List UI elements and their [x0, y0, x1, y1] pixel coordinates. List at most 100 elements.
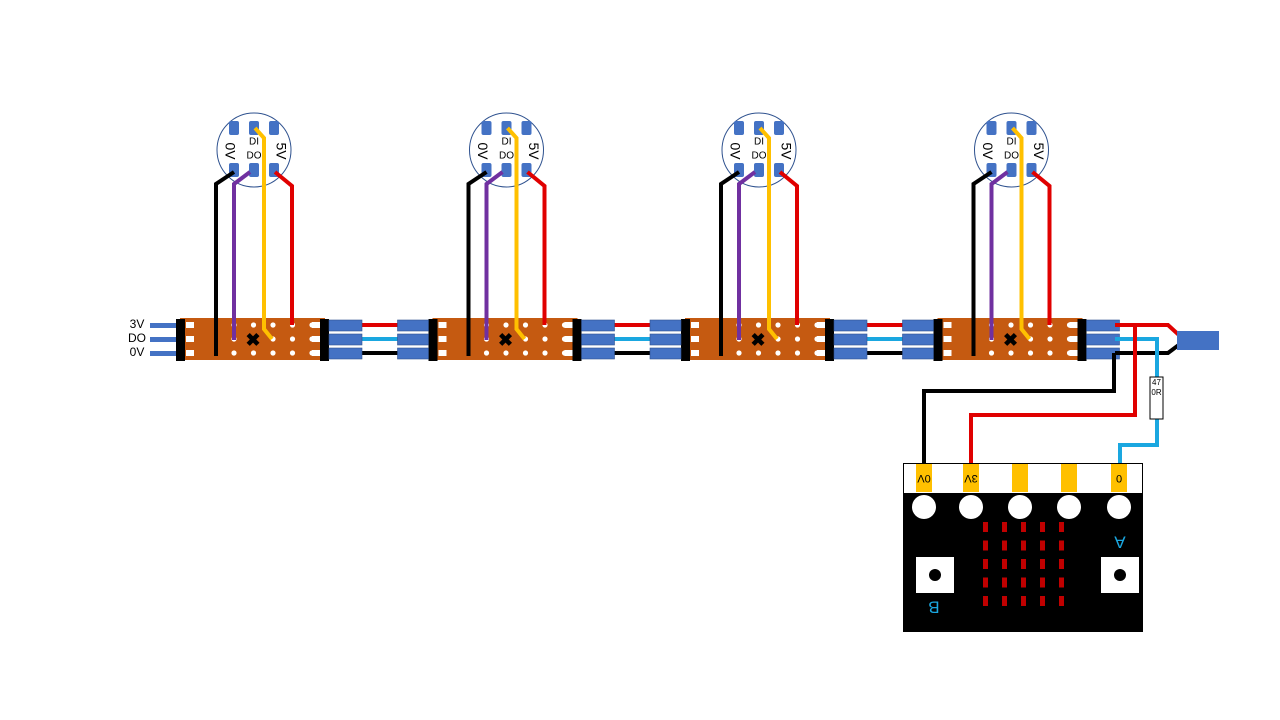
- microbit-pin-4: [1111, 464, 1127, 492]
- wire-0v: [214, 170, 236, 356]
- track-cut-icon: ✖: [245, 330, 260, 350]
- led-pad: [754, 163, 764, 177]
- board-hole: [312, 322, 320, 328]
- board-hole: [250, 322, 257, 328]
- led-label-0v: 0V: [980, 142, 996, 160]
- matrix-led: [1059, 540, 1064, 551]
- ground-wire-to-microbit: [922, 353, 1116, 465]
- plug-right: [328, 333, 363, 346]
- board-hole: [542, 336, 548, 342]
- matrix-led: [1040, 559, 1045, 569]
- led-label-0v: 0V: [475, 142, 491, 160]
- board-hole: [270, 322, 276, 328]
- battery-wire-red: [1115, 323, 1182, 338]
- board-hole: [503, 350, 509, 356]
- button-b-label: B: [928, 598, 939, 617]
- matrix-led: [983, 522, 988, 532]
- led-label-do: DO: [499, 151, 514, 162]
- board-hole: [775, 322, 781, 328]
- board-hole: [755, 336, 762, 342]
- board-hole: [1069, 336, 1078, 342]
- plug-left: [397, 347, 429, 360]
- led-pad: [269, 121, 279, 135]
- plug-right: [328, 319, 363, 332]
- matrix-led: [1059, 577, 1064, 588]
- connector-right: [320, 319, 329, 361]
- plug-right: [1086, 319, 1120, 332]
- board-hole: [186, 350, 194, 356]
- button-b-cap: [929, 569, 941, 581]
- led-label-5v: 5V: [273, 142, 289, 160]
- plug-left: [902, 347, 934, 360]
- pin-hole: [1008, 495, 1032, 519]
- battery-pack: [1177, 331, 1219, 350]
- wire-di: [758, 126, 779, 341]
- board-hole: [1008, 336, 1014, 342]
- board-hole: [438, 336, 447, 342]
- resistor: [1149, 376, 1164, 420]
- board-hole: [943, 322, 952, 328]
- board-hole: [691, 322, 699, 328]
- board-hole: [988, 350, 995, 356]
- connector-right: [572, 319, 582, 361]
- board-hole: [1069, 322, 1078, 328]
- microbit-pin-2: [1012, 464, 1028, 492]
- board-hole: [794, 350, 801, 356]
- plug-right: [833, 347, 868, 360]
- resistor-label: 470R: [1151, 378, 1162, 397]
- board-hole: [312, 336, 320, 342]
- led-label-5v: 5V: [1031, 142, 1047, 160]
- board-hole: [289, 350, 296, 356]
- board-hole: [1047, 336, 1053, 342]
- wire-do: [989, 170, 1009, 340]
- board-hole: [250, 350, 257, 356]
- wire-5v: [778, 170, 799, 325]
- plug-right: [328, 347, 363, 360]
- microbit-pin-1: [963, 464, 979, 492]
- plug-right: [581, 347, 615, 360]
- led-pad: [1026, 121, 1037, 135]
- connector-left: [933, 319, 943, 361]
- board-hole: [691, 350, 699, 356]
- strip-input-label: 3V: [130, 317, 145, 331]
- board-hole: [564, 322, 573, 328]
- board-hole: [817, 322, 825, 328]
- plug-right: [581, 319, 615, 332]
- track-cut-icon: ✖: [750, 330, 765, 350]
- wire-di: [506, 126, 527, 341]
- led-label-0v: 0V: [727, 142, 743, 160]
- battery-wire-black: [1115, 342, 1182, 355]
- wire-5v: [273, 170, 294, 325]
- board-hole: [270, 350, 276, 356]
- led-pad: [986, 121, 997, 135]
- board-hole: [691, 336, 699, 342]
- led-pad: [481, 121, 492, 135]
- board-hole: [817, 336, 825, 342]
- matrix-led: [1002, 559, 1007, 569]
- matrix-led: [983, 577, 988, 588]
- connector-right: [1077, 319, 1087, 361]
- led-pad: [1006, 163, 1017, 177]
- matrix-led: [983, 559, 988, 569]
- led-pad: [774, 121, 784, 135]
- led-label-0v: 0V: [222, 142, 238, 160]
- board-hole: [312, 350, 320, 356]
- microbit-pin-label: 3V: [964, 472, 978, 484]
- matrix-led: [1040, 596, 1045, 606]
- wire-do: [484, 170, 504, 340]
- plug-right: [581, 333, 615, 346]
- plug-right: [1086, 333, 1120, 346]
- matrix-led: [1021, 596, 1026, 606]
- led-pad: [501, 163, 512, 177]
- board-hole: [503, 322, 509, 328]
- board-hole: [231, 350, 237, 356]
- microbit-pin-3: [1061, 464, 1077, 492]
- board-hole: [755, 322, 762, 328]
- microbit-pin-label: 0V: [917, 472, 931, 484]
- plug-left: [902, 319, 934, 332]
- board-hole: [503, 336, 509, 342]
- led-label-di: DI: [1007, 137, 1017, 148]
